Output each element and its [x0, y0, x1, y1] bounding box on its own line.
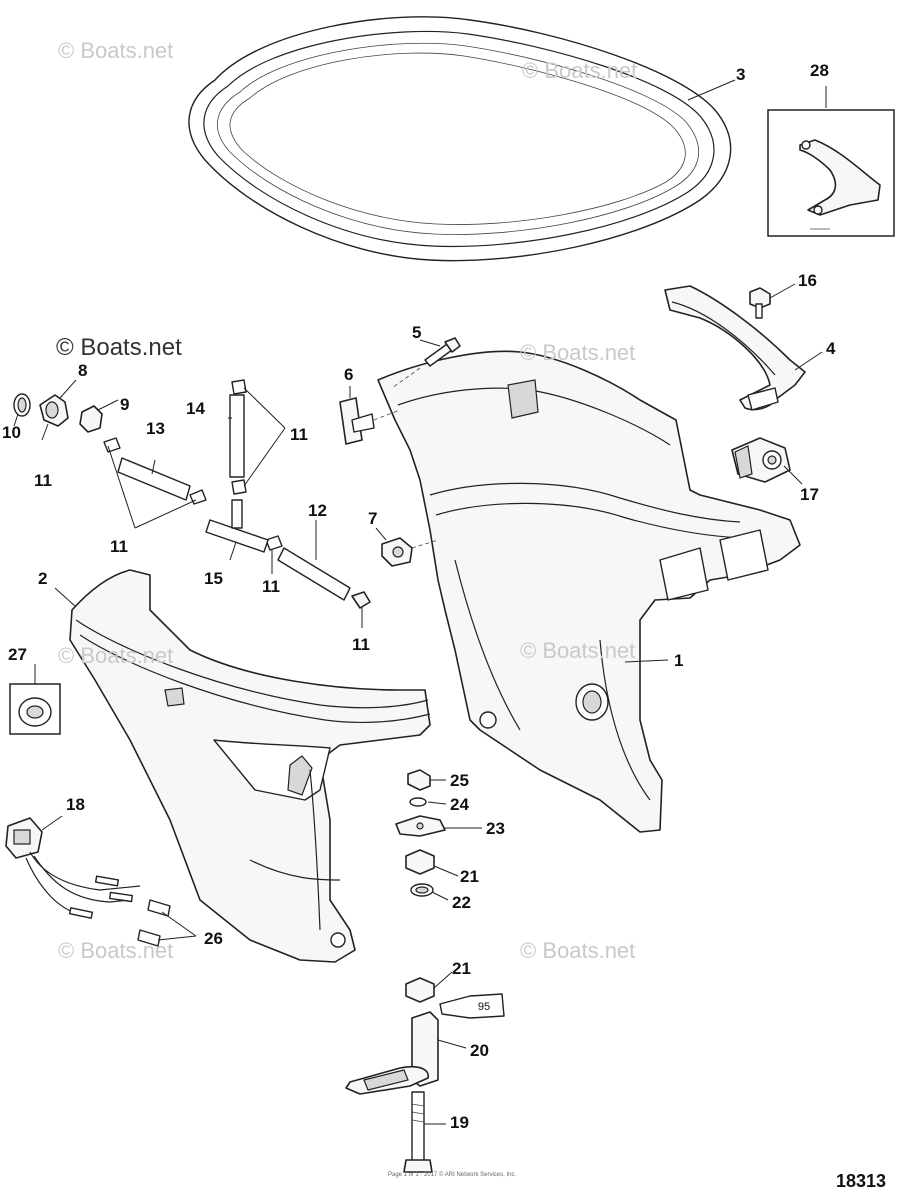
callout-part-18: 18	[66, 795, 85, 814]
watermark: © Boats.net	[520, 938, 636, 963]
clip-part-6	[339, 386, 401, 445]
callout-part-21: 21	[452, 959, 471, 978]
watermark: © Boats.net	[58, 938, 174, 963]
watermark: © Boats.net	[58, 643, 174, 668]
callout-part-8: 8	[78, 361, 88, 380]
callout-part-21: 21	[460, 867, 479, 886]
inset-box-part-28	[767, 86, 895, 237]
watermark-prominent: © Boats.net	[56, 334, 182, 361]
lever-assembly-parts-19-21: 95	[345, 971, 505, 1173]
callout-part-20: 20	[470, 1041, 489, 1060]
grommet-part-7	[375, 527, 439, 567]
callout-part-11: 11	[34, 471, 52, 490]
bolt-part-5	[391, 337, 461, 389]
callout-part-5: 5	[412, 323, 422, 342]
callout-part-22: 22	[452, 893, 471, 912]
callout-part-16: 16	[798, 271, 817, 290]
callout-part-2: 2	[38, 569, 48, 588]
callout-part-14: 14	[186, 399, 205, 418]
connector-part-17	[731, 437, 803, 485]
copyright-note: Page 1 of 1 · 2017 © ARI Network Service…	[388, 1172, 517, 1178]
hoses-and-tee-parts-12-13-14-15	[103, 379, 371, 628]
callout-part-11: 11	[262, 577, 280, 596]
watermark: © Boats.net	[522, 58, 638, 83]
callout-part-19: 19	[450, 1113, 469, 1132]
watermark: © Boats.net	[58, 38, 174, 63]
callout-part-23: 23	[486, 819, 505, 838]
fittings-parts-8-9-10	[13, 379, 119, 441]
callout-part-1: 1	[674, 651, 684, 670]
callout-part-9: 9	[120, 395, 130, 414]
tube-grease-label: 95	[478, 1001, 490, 1013]
callout-part-26: 26	[204, 929, 223, 948]
callout-part-6: 6	[344, 365, 354, 384]
terminals-part-26	[137, 899, 197, 947]
callout-part-11: 11	[290, 425, 308, 444]
callout-part-27: 27	[8, 645, 27, 664]
seal-ring-part-3	[188, 16, 736, 262]
callout-part-11: 11	[110, 537, 128, 556]
callout-part-17: 17	[800, 485, 819, 504]
inset-box-part-27	[9, 664, 61, 735]
hardware-stack-parts-21-25	[395, 769, 482, 901]
bracket-part-4	[664, 285, 823, 411]
watermark: © Boats.net	[520, 340, 636, 365]
bolt-part-16	[749, 283, 796, 319]
callout-part-15: 15	[204, 569, 223, 588]
callout-part-7: 7	[368, 509, 378, 528]
callout-part-25: 25	[450, 771, 469, 790]
watermark: © Boats.net	[520, 638, 636, 663]
callout-part-13: 13	[146, 419, 165, 438]
callout-part-24: 24	[450, 795, 469, 814]
switch-harness-part-18	[5, 815, 141, 919]
callout-part-11: 11	[352, 635, 370, 654]
front-cowl-part-2	[54, 569, 431, 963]
callout-part-4: 4	[826, 339, 836, 358]
rear-cowl-part-1	[377, 350, 801, 833]
callout-part-3: 3	[736, 65, 746, 84]
diagram-number: 18313	[835, 1171, 886, 1191]
callout-part-10: 10	[2, 423, 21, 442]
callout-part-28: 28	[810, 61, 829, 80]
callout-part-12: 12	[308, 501, 327, 520]
